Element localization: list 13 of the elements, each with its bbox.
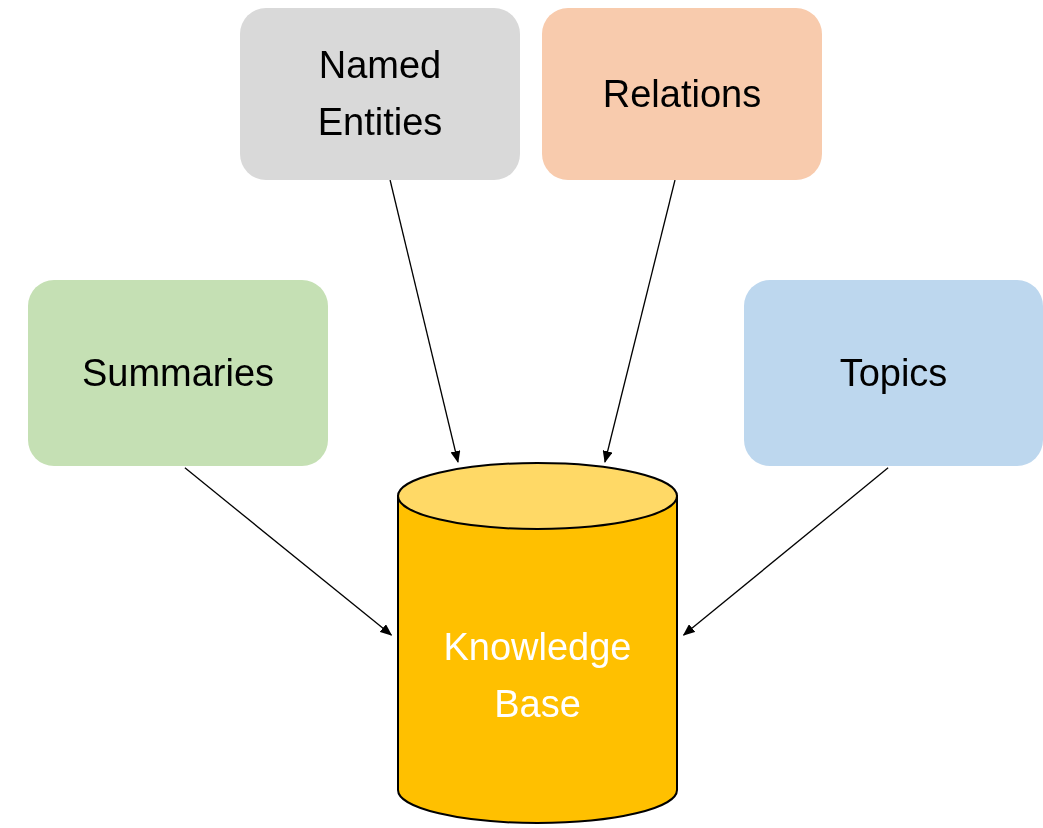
node-label: Summaries <box>81 350 275 396</box>
topic-box <box>542 8 822 180</box>
node-label: Relations <box>602 71 762 117</box>
topic-box <box>28 280 328 466</box>
node-label: Knowledge Base <box>442 625 633 727</box>
topic-box <box>240 8 520 180</box>
topic-box <box>744 280 1043 466</box>
arrow <box>389 179 461 463</box>
arrow <box>602 179 676 463</box>
arrow <box>184 467 393 636</box>
node-label: Named Entities <box>316 43 444 145</box>
node-label: Topics <box>839 350 948 396</box>
arrow <box>682 467 889 636</box>
